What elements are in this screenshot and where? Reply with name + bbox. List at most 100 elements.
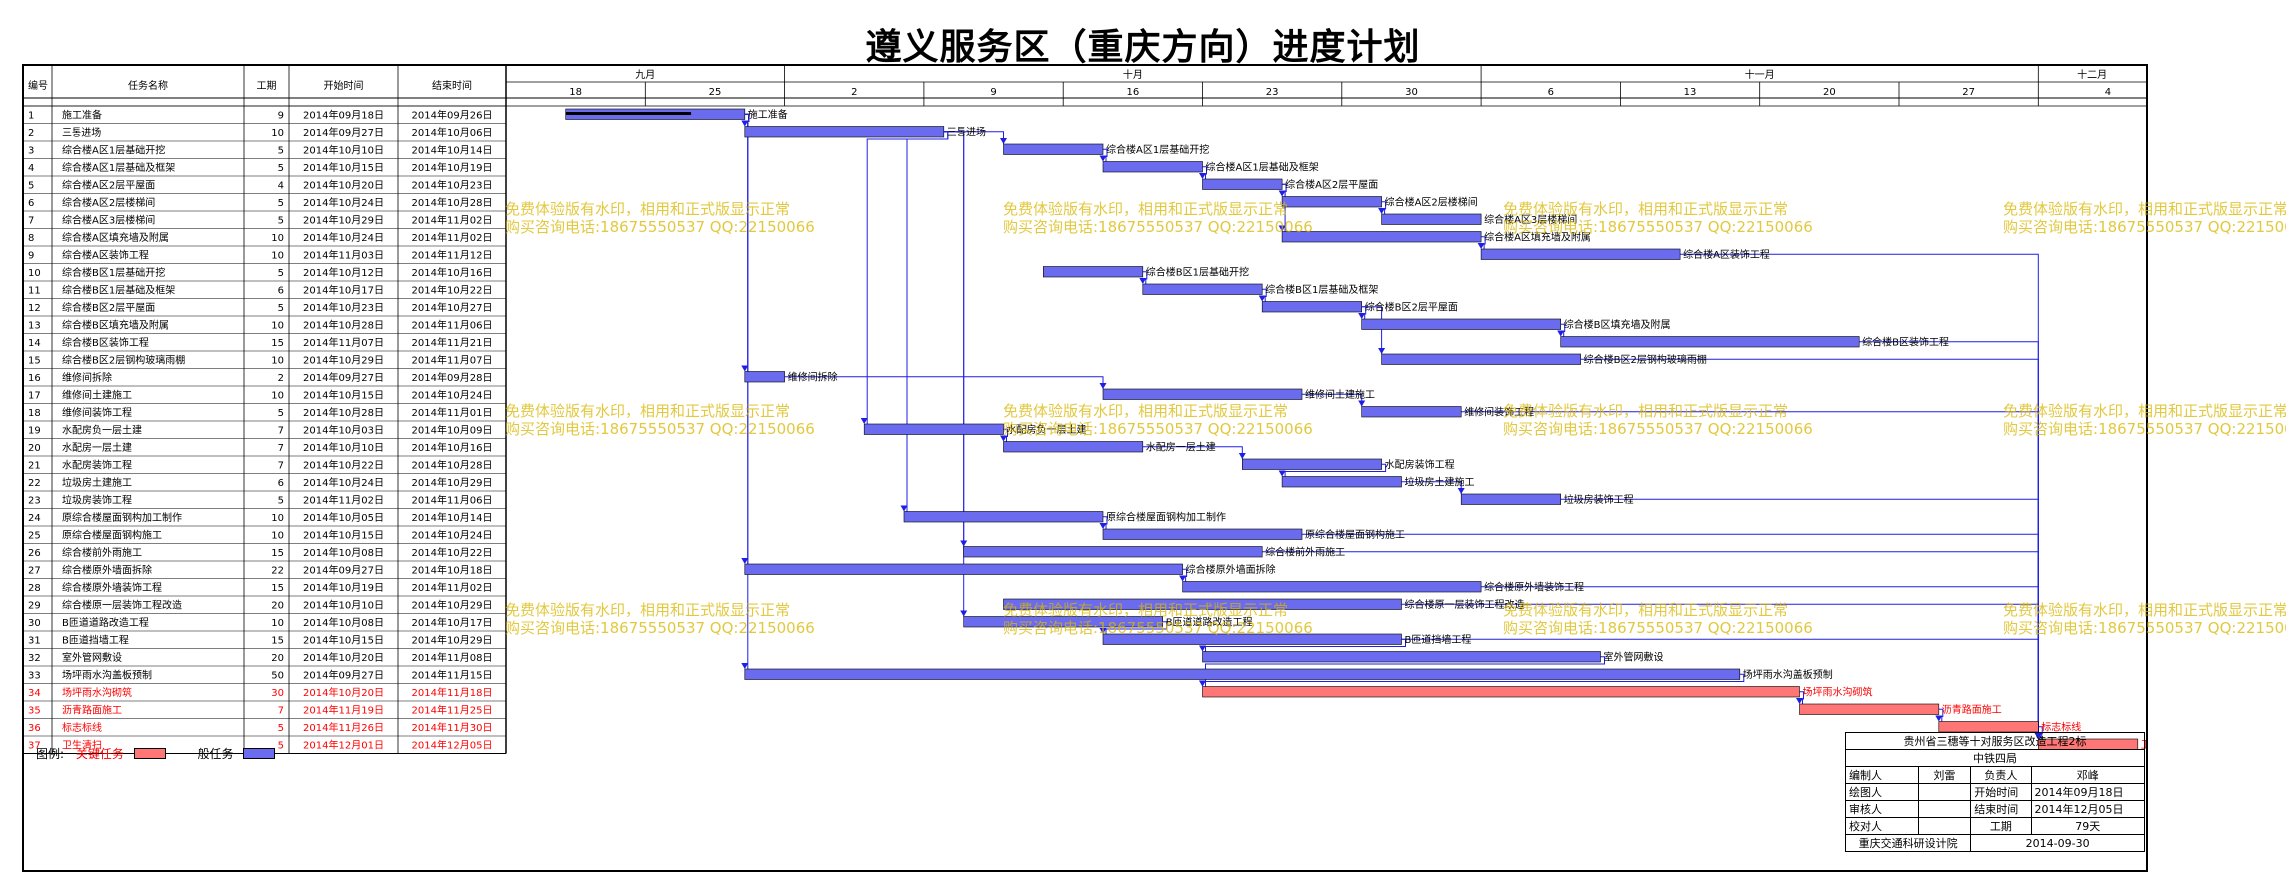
task-id: 8 [28,233,34,244]
task-start: 2014年10月10日 [303,599,384,612]
column-header-end: 结束时间 [432,79,472,92]
info-duration-value: 79天 [2030,817,2146,835]
bar-label: 综合楼B区2层平屋面 [1365,301,1458,314]
task-duration: 20 [271,601,284,612]
task-name: 综合楼B区2层钢构玻璃雨棚 [62,354,185,367]
task-id: 26 [28,548,41,559]
dependency-arrow [1000,138,1007,144]
task-end: 2014年11月07日 [412,354,493,367]
watermark: 免费体验版有水印，相用和正式版显示正常购买咨询电话:18675550537 QQ… [2003,601,2286,637]
task-bar [1381,353,1581,365]
task-bar [1361,406,1462,418]
task-bar [1261,301,1362,313]
task-start: 2014年11月03日 [303,249,384,262]
task-end: 2014年10月18日 [412,564,493,577]
dependency-link [1182,568,1188,582]
task-end: 2014年12月05日 [412,739,493,752]
watermark-line2: 购买咨询电话:18675550537 QQ:22150066 [1003,619,1313,637]
watermark-line1: 免费体验版有水印，相用和正式版显示正常 [1003,601,1289,619]
task-bar [863,423,1004,435]
task-duration: 10 [271,233,284,244]
dependency-arrow [1378,348,1386,354]
bar-label: 综合楼A区1层基础及框架 [1206,161,1319,174]
task-duration: 7 [278,443,284,454]
bar-label: 标志标线 [2041,721,2081,734]
task-name: 原综合楼屋面钢构加工制作 [62,511,182,524]
task-start: 2014年09月27日 [303,669,384,682]
task-id: 11 [28,286,41,297]
task-duration: 10 [271,391,284,402]
task-end: 2014年10月14日 [412,511,493,524]
task-duration: 7 [278,461,284,472]
task-duration: 5 [278,303,284,314]
dependency-arrow [1099,383,1107,389]
dependency-link [1142,271,1148,284]
info-start-value: 2014年09月18日 [2030,783,2146,801]
task-id: 33 [28,671,41,682]
dependency-link [1103,148,1108,162]
column-header-name: 任务名称 [128,79,168,92]
bar-label: 水配房装饰工程 [1385,458,1455,471]
dependency-link [1262,288,1267,302]
bar-label: 综合楼B区2层钢构玻璃雨棚 [1584,353,1707,366]
task-bar [1102,161,1203,173]
info-reviewer [1917,800,1972,818]
task-bar [1560,336,1860,348]
task-bar [1102,388,1303,400]
task-end: 2014年11月15日 [412,669,493,682]
dependency-arrow [900,505,908,512]
task-end: 2014年10月22日 [412,284,493,297]
task-start: 2014年10月08日 [303,546,384,559]
task-start: 2014年09月27日 [303,564,384,577]
watermark-line1: 免费体验版有水印，相用和正式版显示正常 [1503,200,1789,218]
task-start: 2014年10月19日 [303,581,384,594]
task-bar [1281,196,1382,208]
watermark-line2: 购买咨询电话:18675550537 QQ:22150066 [1003,420,1313,438]
info-checker-label: 校对人 [1845,817,1919,835]
task-name: 场坪雨水沟砌筑 [62,686,132,699]
bar-label: 综合楼A区2层平屋面 [1285,178,1378,191]
critical-task-bar [1799,703,1940,715]
task-end: 2014年10月17日 [412,616,493,629]
watermark-line1: 免费体验版有水印，相用和正式版显示正常 [505,402,791,420]
watermark-line1: 免费体验版有水印，相用和正式版显示正常 [2003,200,2286,218]
bar-label: 三통进场 [947,126,986,139]
task-id: 3 [28,146,34,157]
task-name: 水配房一层土建 [62,441,132,454]
bar-label: 垃圾房土建施工 [1405,476,1475,489]
legend-critical-label: 关键任务 [75,747,124,761]
task-id: 32 [28,653,41,664]
task-id: 19 [28,426,41,437]
bar-label: 综合楼原外墙面拆除 [1186,563,1276,576]
task-name: 综合楼A区填充墙及附属 [62,231,169,244]
dependency-arrow [1278,470,1286,477]
dependency-link [1202,166,1207,179]
task-start: 2014年10月22日 [303,459,384,472]
bar-label: 综合楼A区1层基础开挖 [1106,143,1209,156]
bar-label: B匝道挡墙工程 [1405,633,1472,646]
task-end: 2014年09月26日 [412,109,493,122]
dependency-arrow [960,610,968,617]
task-start: 2014年10月10日 [303,441,384,454]
watermark-line2: 购买咨询电话:18675550537 QQ:22150066 [505,619,815,637]
info-company: 中铁四局 [1845,749,2145,767]
task-bar [1242,458,1382,470]
task-name: 维修间装饰工程 [62,406,132,419]
task-bar [1361,318,1561,330]
task-duration: 5 [278,741,284,752]
watermark-line2: 购买咨询电话:18675550537 QQ:22150066 [1503,619,1813,637]
task-id: 27 [28,566,41,577]
legend-label: 图例: [36,747,65,761]
task-name: 水配房装饰工程 [62,459,132,472]
task-name: 施工准备 [62,109,102,122]
bar-label: 原综合楼屋面钢构施工 [1305,528,1405,541]
dependency-arrow [1238,453,1246,459]
task-end: 2014年11月25日 [412,704,493,717]
week-label: 18 [569,87,582,98]
task-id: 14 [28,338,41,349]
task-end: 2014年11月30日 [412,721,493,734]
dependency-arrow [1179,575,1187,582]
task-name: 综合楼B区填充墙及附属 [62,319,169,332]
info-leader: 邓峰 [2030,766,2146,784]
bar-label: 综合楼A区装饰工程 [1683,248,1770,261]
